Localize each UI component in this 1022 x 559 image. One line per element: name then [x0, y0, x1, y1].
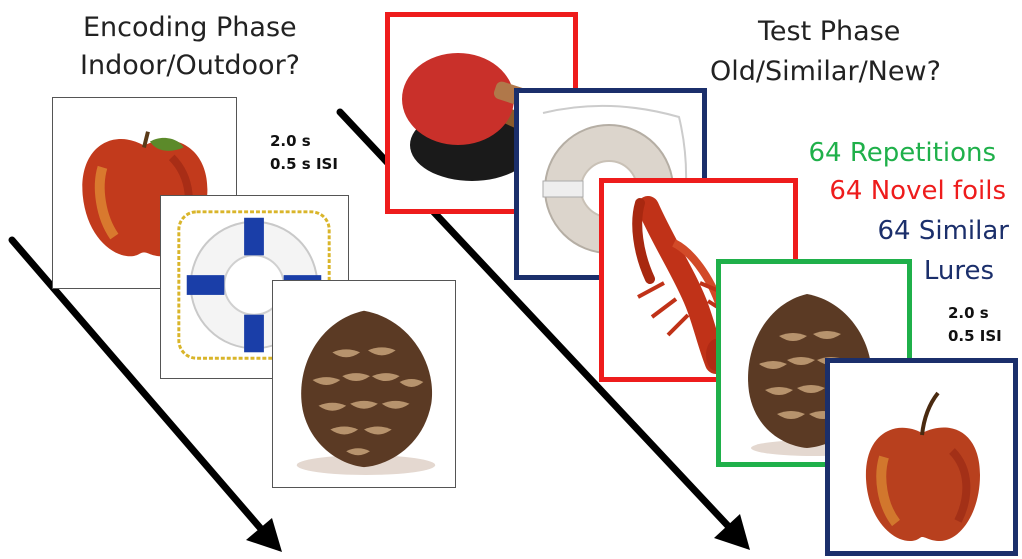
test-duration: 2.0 s	[948, 304, 989, 322]
encoding-question: Indoor/Outdoor?	[80, 50, 301, 81]
test-isi: 0.5 ISI	[948, 327, 1002, 345]
encoding-isi: 0.5 s ISI	[270, 155, 338, 173]
pinecone-icon	[296, 310, 436, 475]
encoding-phase-title: Encoding Phase	[83, 12, 297, 43]
encoding-timing: 2.0 s 0.5 s ISI	[270, 130, 338, 176]
similar-label: 64 Similar	[877, 216, 1009, 246]
test-phase-title: Test Phase	[758, 16, 901, 47]
apple-icon	[865, 391, 980, 541]
encoding-duration: 2.0 s	[270, 132, 311, 150]
lures-label: Lures	[923, 256, 994, 286]
test-timing: 2.0 s 0.5 ISI	[948, 302, 1002, 348]
encoding-card-pinecone	[272, 280, 456, 488]
test-card-apple	[825, 358, 1018, 556]
test-question: Old/Similar/New?	[710, 56, 941, 87]
novel-foils-label: 64 Novel foils	[829, 176, 1006, 206]
repetitions-label: 64 Repetitions	[808, 138, 996, 168]
